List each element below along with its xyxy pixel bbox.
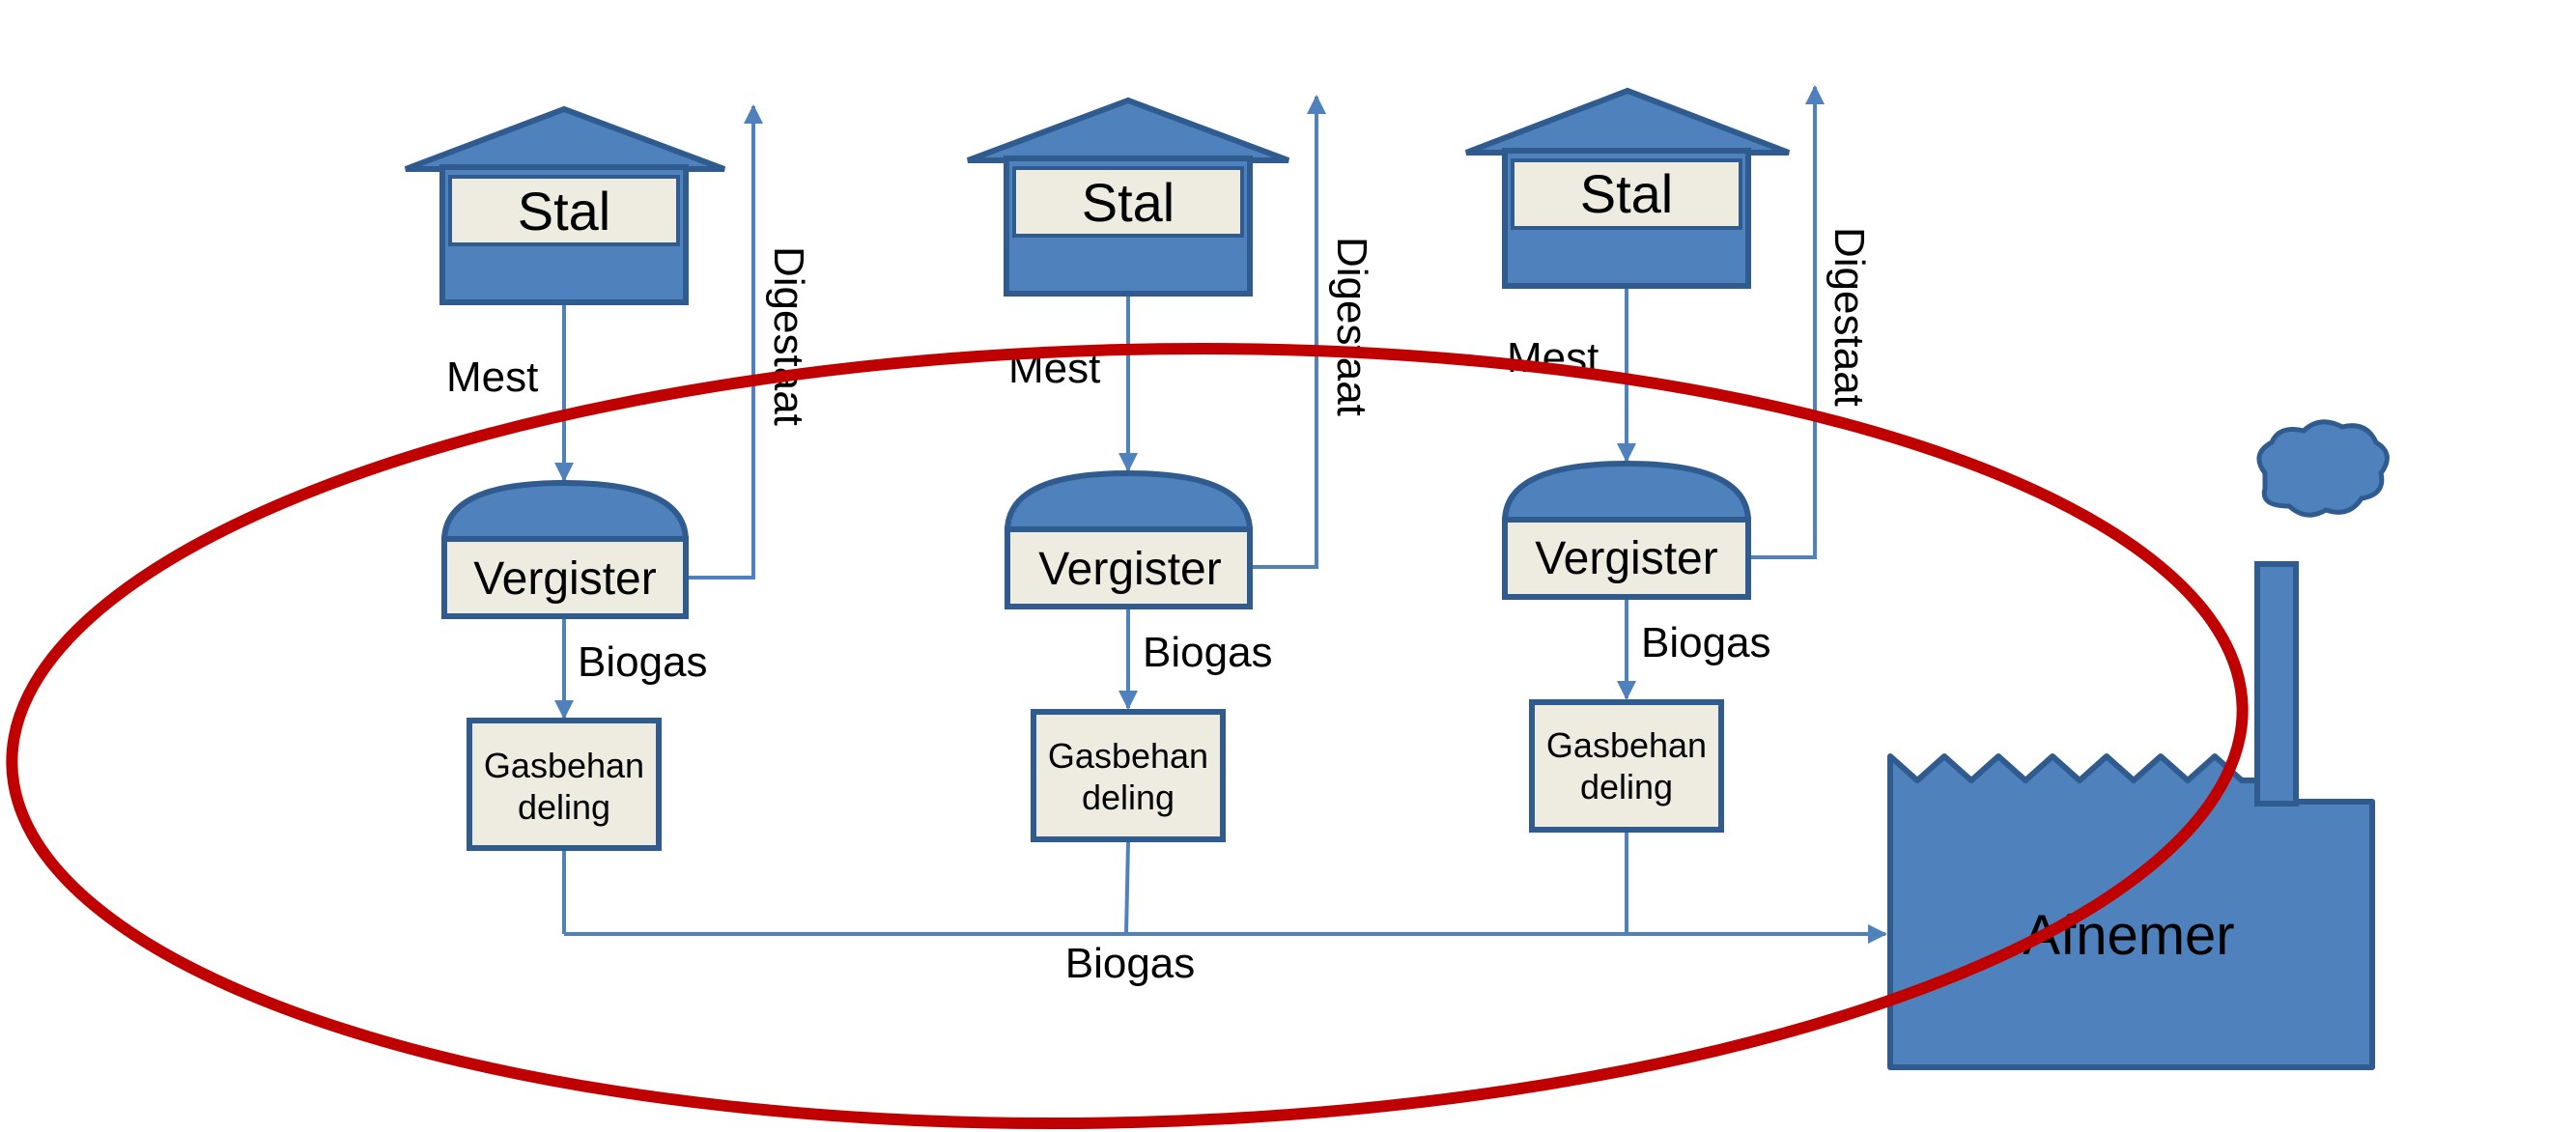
vergister-digester-icon: [440, 479, 690, 619]
unit-2: Stal Mest Vergister Digestaat Biogas Gas…: [966, 95, 1375, 842]
gasbehandeling-label-line1: Gasbehan: [1546, 725, 1707, 765]
gasbehandeling-label-line1: Gasbehan: [1048, 736, 1208, 776]
biogas-collector-line: [562, 833, 1887, 944]
digestaat-label: Digestaat: [765, 246, 812, 426]
biogas-label: Biogas: [1641, 619, 1771, 666]
digestaat-arrow: [1253, 95, 1326, 569]
vergister-digester-icon: [1501, 460, 1752, 600]
stal-building-icon: [1464, 87, 1791, 289]
stal-label: Stal: [518, 181, 611, 241]
digestaat-arrow: [1751, 85, 1825, 559]
smoke-cloud-icon: [2256, 419, 2390, 518]
bottom-biogas-label: Biogas: [1065, 940, 1196, 987]
stal-building-icon: [404, 105, 726, 305]
unit-3: Stal Mest Vergister Digestaat Biogas Gas…: [1464, 85, 1873, 833]
afnemer-label: Afnemer: [2023, 904, 2234, 967]
vergister-label: Vergister: [1535, 533, 1717, 584]
gasbehandeling-label-line2: deling: [1580, 767, 1673, 807]
vergister-label: Vergister: [1038, 544, 1221, 595]
factory-icon: [1887, 561, 2375, 1070]
scope-highlight-ellipse: [6, 342, 2249, 1130]
gasbehandeling-label-line1: Gasbehan: [484, 746, 644, 785]
biogas-label: Biogas: [578, 638, 708, 686]
biogas-label: Biogas: [1143, 629, 1273, 676]
gasbehandeling-label-line2: deling: [518, 787, 610, 827]
mest-label: Mest: [446, 354, 538, 401]
vergister-label: Vergister: [473, 553, 656, 605]
gasbehandeling-box: [1529, 699, 1724, 833]
digestaat-label: Digestaat: [1328, 237, 1375, 416]
stal-building-icon: [966, 97, 1290, 297]
vergister-digester-icon: [1004, 469, 1254, 609]
digestaat-arrow: [689, 104, 763, 580]
digestaat-label: Digestaat: [1826, 227, 1873, 407]
stal-label: Stal: [1580, 163, 1674, 224]
gasbehandeling-label-line2: deling: [1082, 778, 1175, 817]
unit-1: Stal Mest Vergister Digestaat Biogas Gas…: [404, 104, 812, 851]
stal-label: Stal: [1082, 172, 1175, 233]
gasbehandeling-box: [467, 718, 662, 851]
gasbehandeling-box: [1031, 709, 1226, 842]
